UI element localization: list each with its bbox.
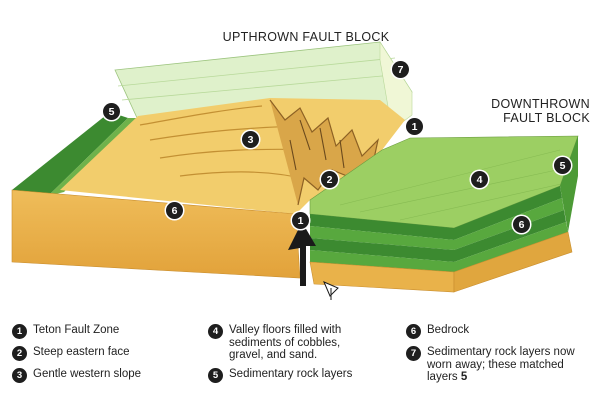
- legend-text: Steep eastern face: [33, 346, 130, 358]
- legend-item-2: 2 Steep eastern face: [12, 346, 130, 361]
- legend-num: 6: [406, 324, 421, 339]
- legend-text: Gentle western slope: [33, 368, 142, 380]
- legend-num: 3: [12, 368, 27, 383]
- legend-ref: 5: [460, 371, 468, 383]
- legend-num: 4: [208, 324, 223, 339]
- marker-3: 3: [242, 131, 259, 148]
- legend-num: 1: [12, 324, 27, 339]
- upthrown-label: UPTHROWN FAULT BLOCK: [222, 30, 390, 44]
- legend-item-3: 3 Gentle western slope: [12, 368, 141, 383]
- marker-1b: 1: [292, 212, 309, 229]
- downthrown-block: [309, 135, 579, 293]
- marker-1: 1: [406, 118, 423, 135]
- legend: 1 Teton Fault Zone 2 Steep eastern face …: [0, 320, 600, 400]
- legend-text: Teton Fault Zone: [33, 324, 120, 336]
- marker-5: 5: [103, 103, 120, 120]
- legend-text: Sedimentary rock layers: [229, 368, 353, 380]
- legend-item-6: 6 Bedrock: [406, 324, 469, 339]
- legend-text: Valley floors filled with sediments of c…: [229, 324, 342, 361]
- marker-6: 6: [166, 202, 183, 219]
- legend-num: 2: [12, 346, 27, 361]
- legend-num: 5: [208, 368, 223, 383]
- legend-item-4: 4 Valley floors filled with sediments of…: [208, 324, 341, 362]
- legend-text: Bedrock: [427, 324, 470, 336]
- legend-text-7: Sedimentary rock layers now worn away; t…: [427, 346, 575, 384]
- marker-2: 2: [321, 171, 338, 188]
- downthrown-label: DOWNTHROWN FAULT BLOCK: [491, 97, 590, 125]
- marker-7: 7: [392, 61, 409, 78]
- marker-6b: 6: [513, 216, 530, 233]
- legend-text: Sedimentary rock layers now worn away; t…: [427, 346, 575, 383]
- fault-arrows: [288, 222, 339, 300]
- legend-item-7: 7 Sedimentary rock layers now worn away;…: [406, 346, 575, 384]
- marker-4: 4: [471, 171, 488, 188]
- marker-5b: 5: [554, 157, 571, 174]
- legend-item-1: 1 Teton Fault Zone: [12, 324, 119, 339]
- legend-item-5: 5 Sedimentary rock layers: [208, 368, 352, 383]
- legend-num: 7: [406, 346, 421, 361]
- fault-block-diagram: [11, 40, 579, 300]
